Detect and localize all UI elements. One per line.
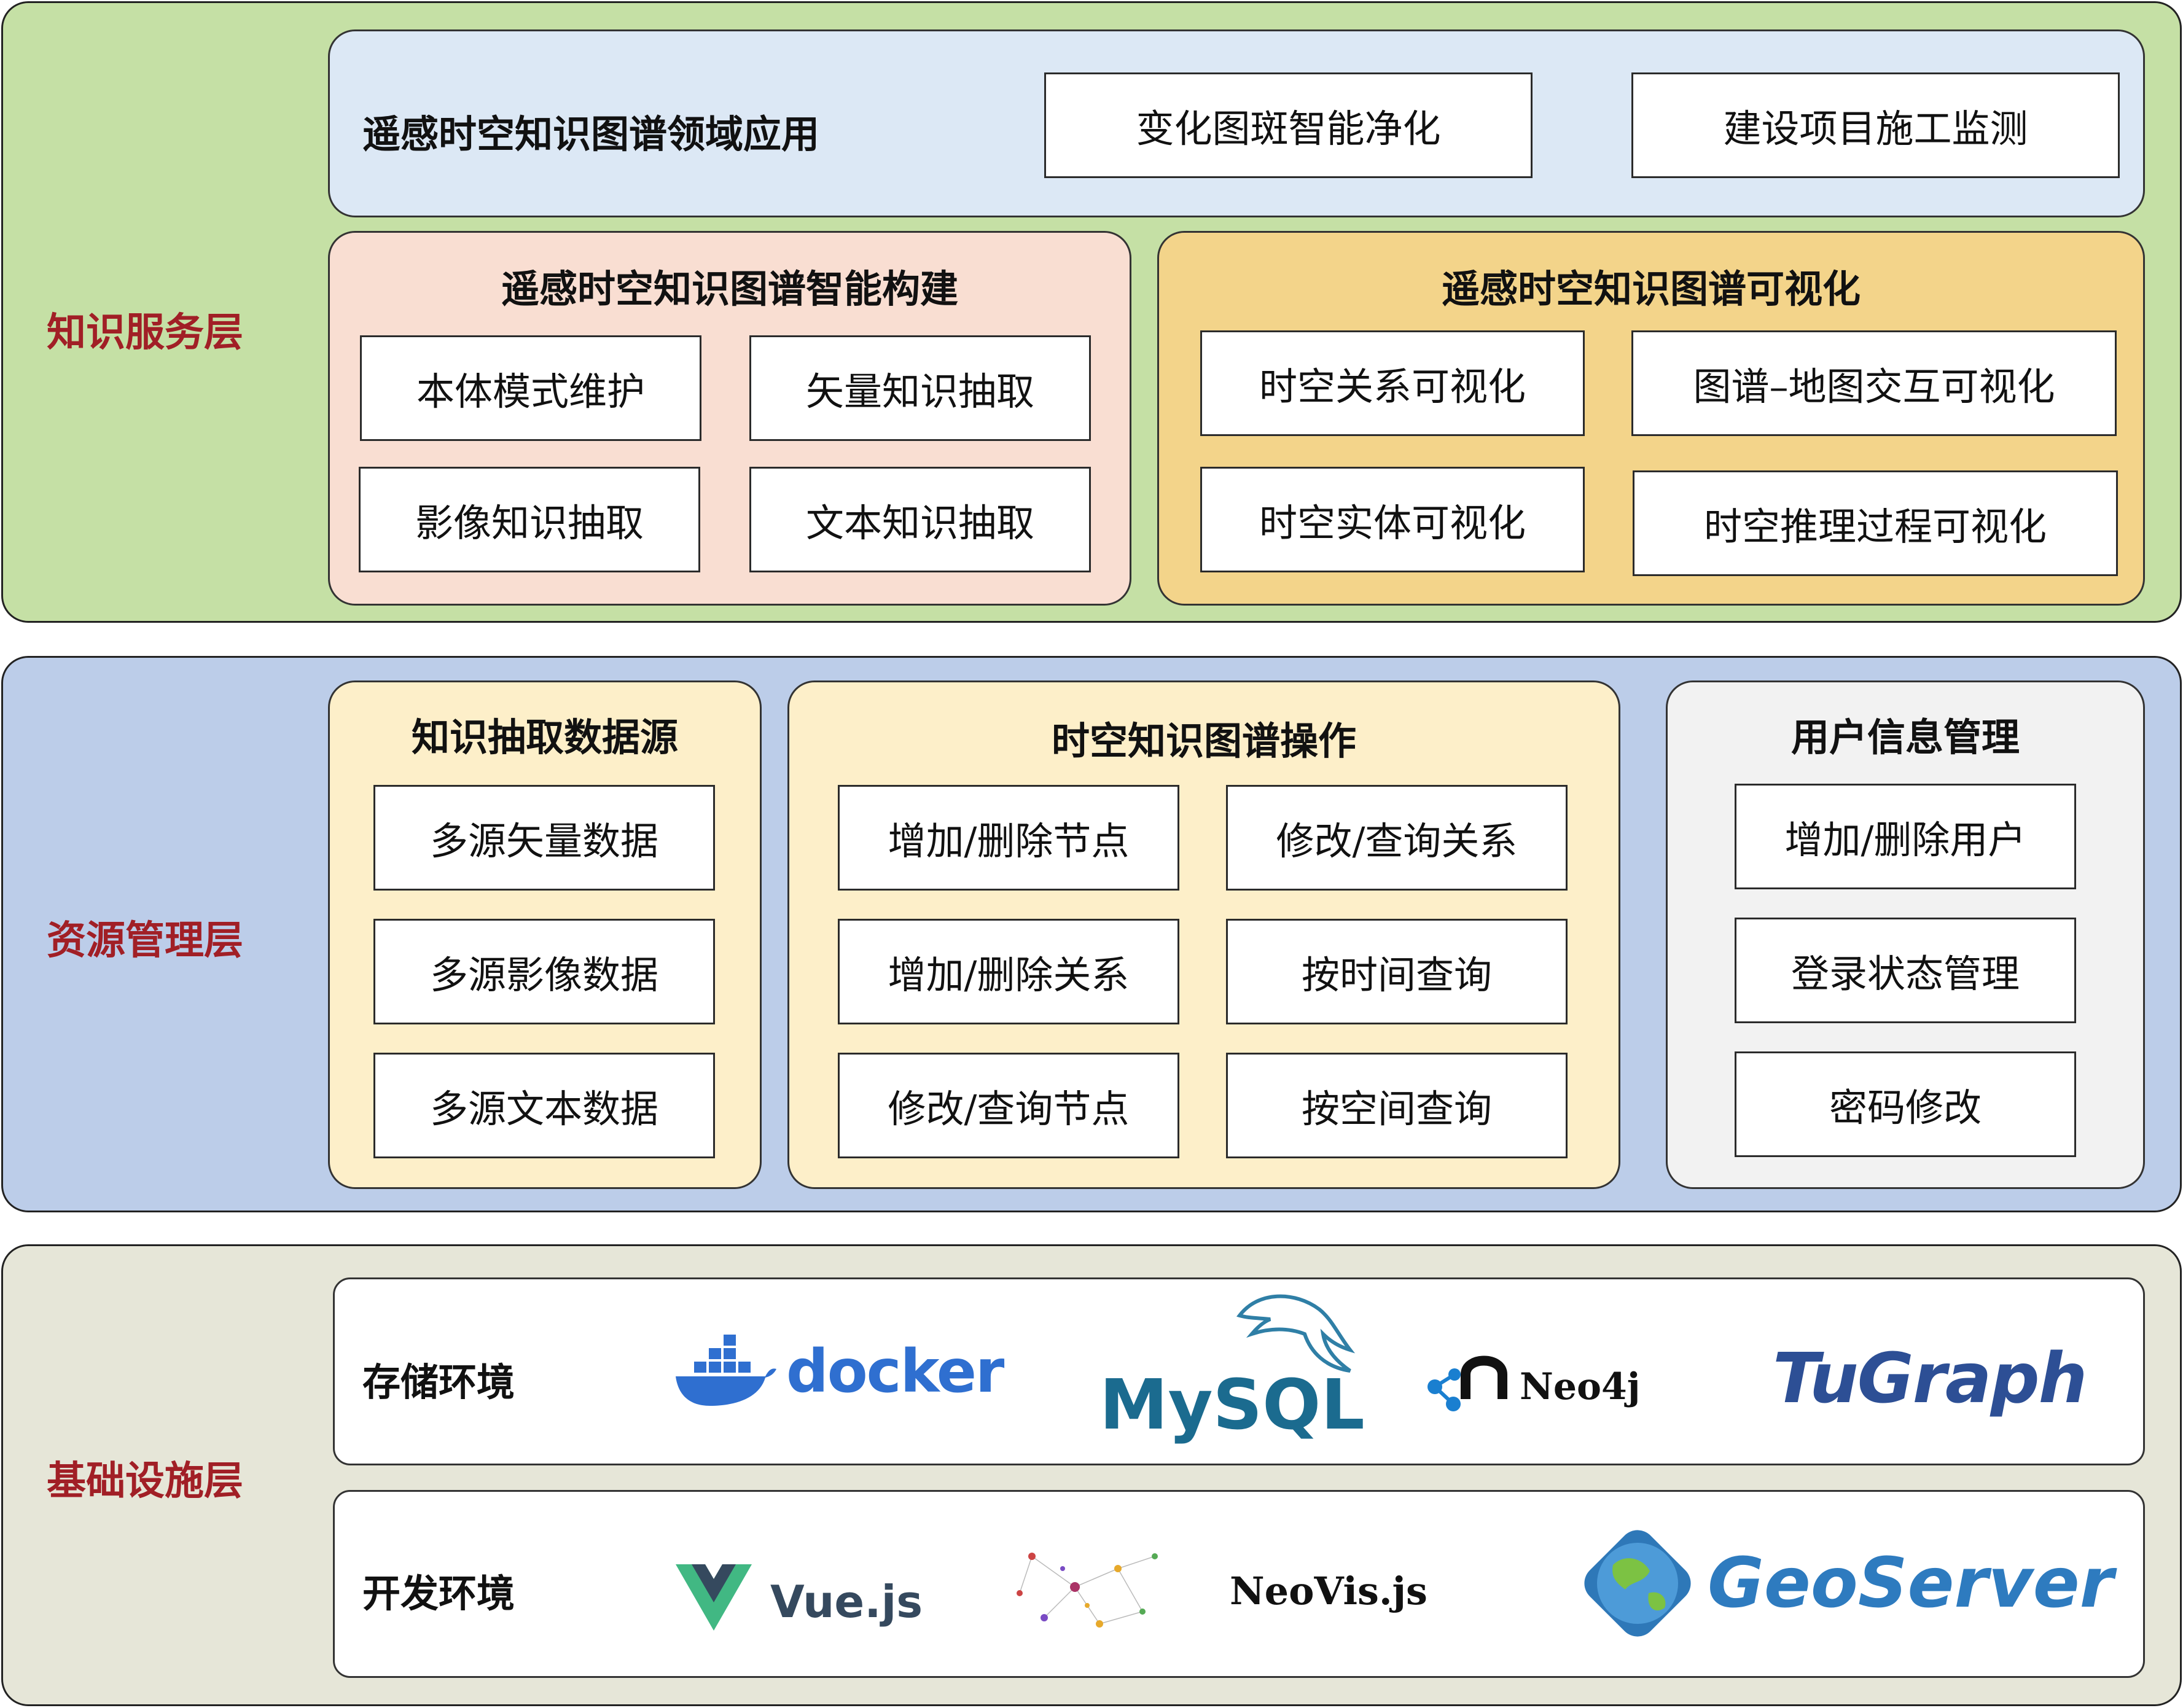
operation-item[interactable]: 增加/删除关系 <box>838 919 1179 1024</box>
application-title: 遥感时空知识图谱领域应用 <box>362 112 820 157</box>
globe-icon <box>1584 1530 1691 1637</box>
visualization-item[interactable]: 时空关系可视化 <box>1200 330 1585 436</box>
operation-item[interactable]: 按空间查询 <box>1226 1053 1568 1158</box>
infrastructure-layer-label: 基础设施层 <box>47 1459 243 1504</box>
vuejs-text: Vue.js <box>770 1576 923 1628</box>
dolphin-icon <box>1236 1294 1356 1373</box>
neo4j-icon <box>1427 1355 1507 1411</box>
user-item[interactable]: 登录状态管理 <box>1735 918 2076 1023</box>
docker-whale-icon <box>676 1335 776 1406</box>
storage-panel <box>333 1277 2145 1465</box>
neovis-graph-icon <box>1017 1553 1158 1628</box>
datasource-title: 知识抽取数据源 <box>411 715 678 760</box>
user-item[interactable]: 密码修改 <box>1735 1051 2076 1157</box>
construction-item[interactable]: 文本知识抽取 <box>749 467 1091 572</box>
resource-management-layer-label: 资源管理层 <box>47 918 243 964</box>
operation-item[interactable]: 修改/查询节点 <box>838 1053 1179 1158</box>
mysql-text: MySQL <box>1099 1365 1365 1445</box>
neo4j-logo: Neo4j <box>1423 1332 1641 1424</box>
user-title: 用户信息管理 <box>1791 715 2020 760</box>
operation-title: 时空知识图谱操作 <box>1051 719 1356 763</box>
vue-icon <box>676 1564 752 1631</box>
construction-item[interactable]: 影像知识抽取 <box>359 467 700 572</box>
docker-text: docker <box>786 1337 1004 1406</box>
visualization-title: 遥感时空知识图谱可视化 <box>1441 267 1861 311</box>
operation-item[interactable]: 增加/删除节点 <box>838 785 1179 891</box>
construction-item[interactable]: 矢量知识抽取 <box>749 335 1091 441</box>
datasource-item[interactable]: 多源矢量数据 <box>373 785 715 891</box>
docker-logo: docker <box>673 1332 1004 1411</box>
neo4j-text: Neo4j <box>1520 1365 1641 1408</box>
datasource-item[interactable]: 多源文本数据 <box>373 1053 715 1158</box>
development-label: 开发环境 <box>362 1571 515 1616</box>
visualization-item[interactable]: 图谱–地图交互可视化 <box>1631 330 2117 436</box>
visualization-item[interactable]: 时空推理过程可视化 <box>1633 470 2118 576</box>
visualization-item[interactable]: 时空实体可视化 <box>1200 467 1585 572</box>
construction-item[interactable]: 本体模式维护 <box>360 335 701 441</box>
application-item[interactable]: 建设项目施工监测 <box>1631 72 2120 178</box>
vuejs-logo: Vue.js <box>676 1564 923 1631</box>
storage-label: 存储环境 <box>362 1360 515 1405</box>
tugraph-logo: TuGraph <box>1773 1339 2087 1419</box>
tugraph-text: TuGraph <box>1773 1339 2087 1419</box>
application-item[interactable]: 变化图斑智能净化 <box>1044 72 1533 178</box>
mysql-logo: MySQL <box>1099 1294 1365 1448</box>
operation-item[interactable]: 按时间查询 <box>1226 919 1568 1024</box>
neovis-text: NeoVis.js <box>1230 1569 1427 1613</box>
development-panel <box>333 1490 2145 1678</box>
construction-title: 遥感时空知识图谱智能构建 <box>501 267 958 311</box>
operation-item[interactable]: 修改/查询关系 <box>1226 785 1568 891</box>
geoserver-text: GeoServer <box>1708 1543 2114 1623</box>
user-item[interactable]: 增加/删除用户 <box>1735 784 2076 889</box>
knowledge-service-layer-label: 知识服务层 <box>47 310 243 356</box>
geoserver-logo: GeoServer <box>1576 1522 2114 1645</box>
datasource-item[interactable]: 多源影像数据 <box>373 919 715 1024</box>
